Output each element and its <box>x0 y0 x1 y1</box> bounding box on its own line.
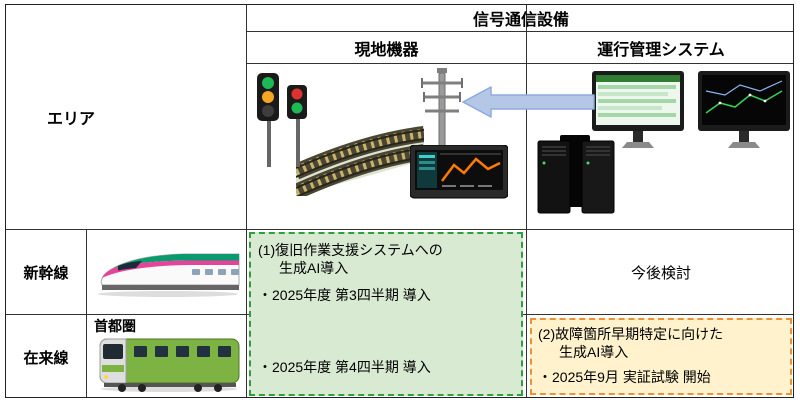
commuter-train-icon <box>96 335 243 393</box>
left-arrow-icon <box>461 85 596 119</box>
row-label-shinkansen: 新幹線 <box>23 264 69 282</box>
orange-plan-item: ・2025年9月 実証試験 開始 <box>538 369 711 385</box>
divider-vertical-row-labels <box>86 229 87 397</box>
header-operation-management-system: 運行管理システム <box>597 41 725 59</box>
railway-tracks-icon <box>296 108 424 196</box>
shinkansen-train-icon <box>92 245 242 299</box>
green-plan-box: (1)復旧作業支援システムへの 生成AI導入 ・2025年度 第3四半期 導入 … <box>249 232 523 396</box>
status-future-consideration: 今後検討 <box>630 264 691 282</box>
orange-plan-box: (2)故障箇所早期特定に向けた 生成AI導入 ・2025年9月 実証試験 開始 <box>530 318 792 395</box>
control-monitors-icon <box>592 71 790 163</box>
orange-plan-title-line2: 生成AI導入 <box>559 344 629 360</box>
divider-header-title <box>246 31 793 32</box>
server-rack-icon <box>534 133 620 215</box>
orange-plan-title-line1: (2)故障箇所早期特定に向けた <box>538 326 724 342</box>
divider-header-columns <box>246 63 793 64</box>
row-label-conventional: 在来線 <box>23 349 69 367</box>
divider-vertical-area <box>246 5 247 397</box>
railway-signal-icon <box>254 69 312 169</box>
divider-vertical-columns <box>526 5 527 397</box>
sublabel-metropolitan-area: 首都圏 <box>94 318 136 334</box>
layout-table: 信号通信設備 現地機器 運行管理システム エリア 新幹線 在来線 首都圏 今後検… <box>5 4 794 398</box>
header-area: エリア <box>46 111 95 128</box>
green-plan-title-line2: 生成AI導入 <box>279 260 349 276</box>
header-signal-communication: 信号通信設備 <box>472 12 569 29</box>
green-plan-title-line1: (1)復旧作業支援システムへの <box>258 242 443 258</box>
antenna-mast-icon <box>419 65 465 197</box>
field-monitor-icon <box>410 145 508 200</box>
green-plan-conventional-item: ・2025年度 第4四半期 導入 <box>258 359 431 375</box>
header-field-equipment: 現地機器 <box>354 41 419 59</box>
divider-row-shinkansen <box>6 229 793 230</box>
green-plan-shinkansen-item: ・2025年度 第3四半期 導入 <box>258 287 431 303</box>
